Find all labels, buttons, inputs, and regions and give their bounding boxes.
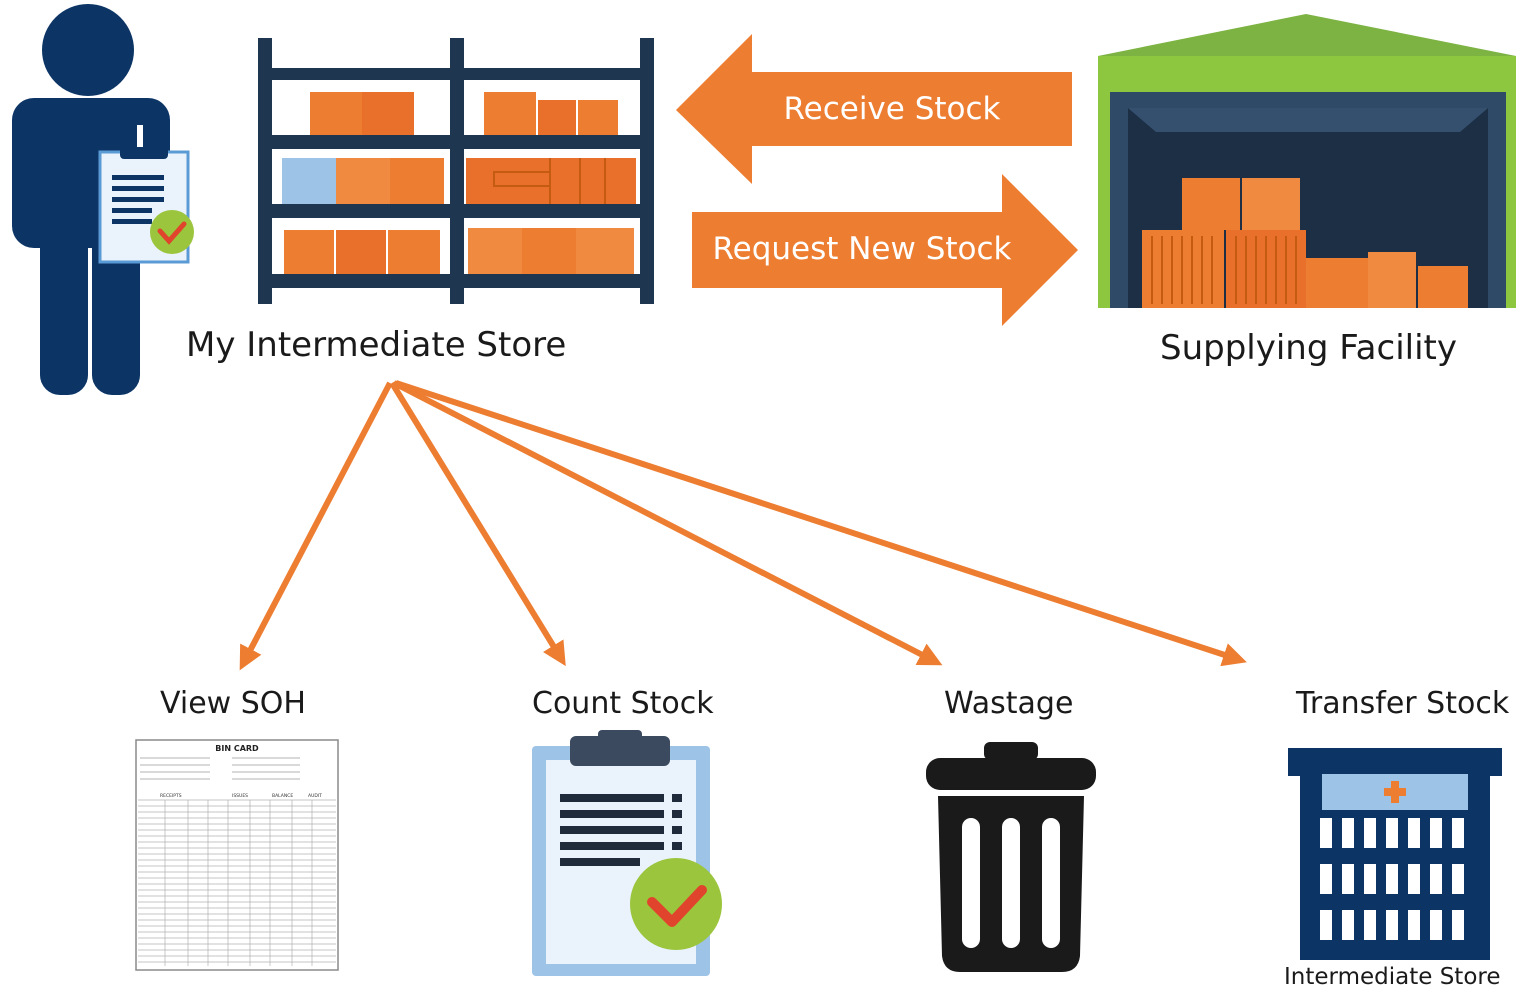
count-stock-label: Count Stock (532, 686, 714, 721)
person-with-clipboard-icon (12, 4, 194, 395)
bin-card-section-issues: ISSUES (232, 793, 248, 799)
warehouse-icon (1098, 14, 1516, 308)
arrow-to-wastage (392, 380, 943, 666)
trash-can-icon (926, 742, 1096, 972)
arrow-to-transfer-stock (395, 380, 1247, 667)
wastage-label: Wastage (944, 686, 1074, 721)
bin-card-section-receipts: RECEIPTS (160, 793, 182, 799)
request-new-stock-arrow: Request New Stock (692, 174, 1078, 326)
receive-stock-arrow: Receive Stock (676, 34, 1072, 184)
clipboard-check-icon (532, 730, 722, 976)
bin-card-icon: BIN CARD RECEIPTS ISSUES BALANCE AUDIT (135, 739, 339, 971)
arrow-to-view-soh (239, 381, 393, 671)
view-soh-label: View SOH (160, 686, 306, 721)
request-new-stock-label: Request New Stock (712, 231, 1011, 267)
bin-card-title: BIN CARD (215, 744, 259, 753)
shelf-icon (258, 38, 654, 304)
arrow-to-count-stock (389, 381, 566, 667)
intermediate-store-building-label: Intermediate Store (1284, 964, 1501, 990)
building-icon (1288, 748, 1502, 960)
bin-card-section-audit: AUDIT (308, 793, 322, 799)
bin-card-section-balance: BALANCE (272, 793, 293, 799)
supplier-label: Supplying Facility (1160, 328, 1458, 368)
transfer-stock-label: Transfer Stock (1296, 686, 1510, 721)
receive-stock-label: Receive Stock (783, 91, 1000, 127)
branch-arrows (239, 380, 1247, 671)
store-label: My Intermediate Store (186, 325, 567, 365)
